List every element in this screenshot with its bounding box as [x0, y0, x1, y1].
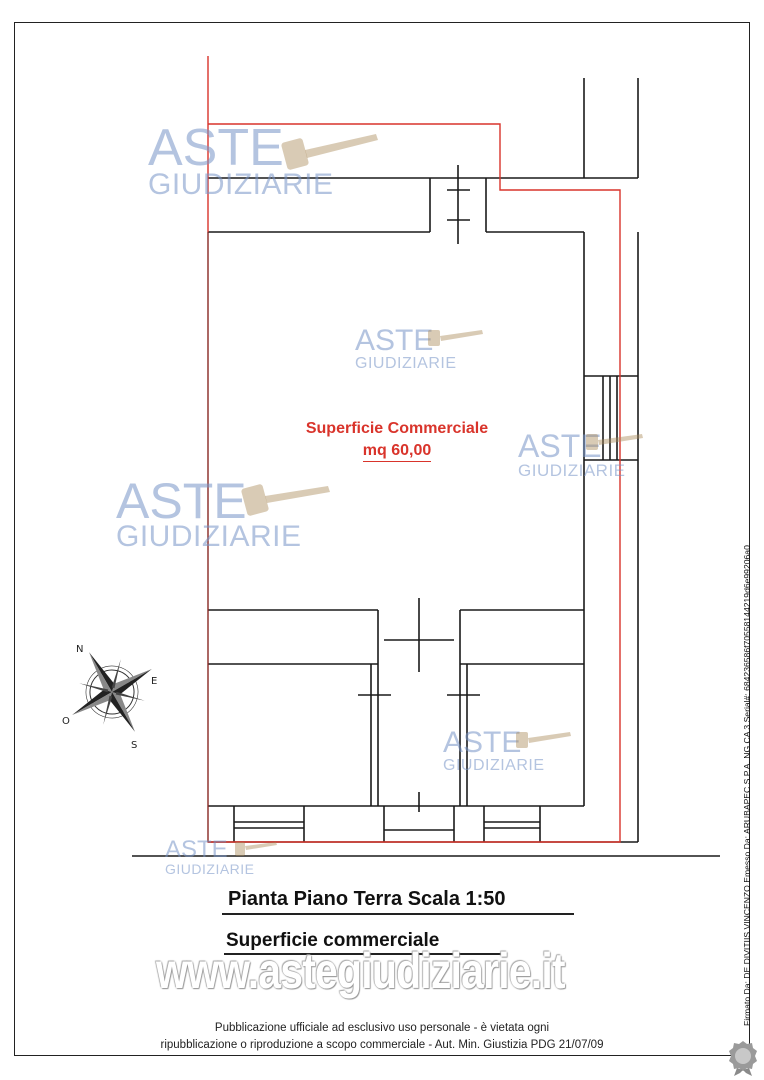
watermark-aste-4: ASTE GIUDIZIARIE — [116, 473, 302, 553]
watermark-aste-3: ASTE GIUDIZIARIE — [518, 428, 626, 480]
watermark-aste-1: ASTE GIUDIZIARIE — [148, 122, 334, 200]
area-label-value: mq 60,00 — [362, 441, 432, 462]
website-watermark: www.astegiudiziarie.it — [156, 943, 566, 999]
walls — [132, 78, 720, 857]
watermark-word1: ASTE — [148, 119, 284, 177]
compass-rose-icon: N E S O — [62, 644, 157, 748]
subtitle-underline — [224, 953, 504, 955]
commercial-area-boundary — [207, 56, 621, 843]
watermark-aste-2: ASTE GIUDIZIARIE — [355, 324, 457, 372]
watermark-word2: GIUDIZIARIE — [148, 168, 334, 201]
page-frame — [14, 22, 750, 1056]
compass-n: N — [76, 644, 83, 655]
watermark-aste-6: ASTE GIUDIZIARIE — [165, 836, 255, 877]
notice-line-2: ripubblicazione o riproduzione a scopo c… — [160, 1039, 604, 1051]
watermark-aste-5: ASTE GIUDIZIARIE — [443, 726, 545, 774]
compass-s: S — [131, 740, 137, 748]
compass-o: O — [62, 716, 70, 727]
notice-line-1: Pubblicazione ufficiale ad esclusivo uso… — [214, 1022, 550, 1034]
compass-e: E — [151, 676, 157, 687]
digital-signature: Firmato Da: DE DIVITIIS VINCENZO Emesso … — [742, 545, 752, 1026]
area-label: Superficie Commerciale mq 60,00 — [276, 418, 518, 462]
title-underline — [222, 913, 574, 915]
area-label-title: Superficie Commerciale — [305, 420, 489, 437]
plan-title: Pianta Piano Terra Scala 1:50 — [228, 888, 506, 910]
plan-subtitle: Superficie commerciale — [226, 930, 440, 951]
seal-icon — [729, 1041, 757, 1076]
